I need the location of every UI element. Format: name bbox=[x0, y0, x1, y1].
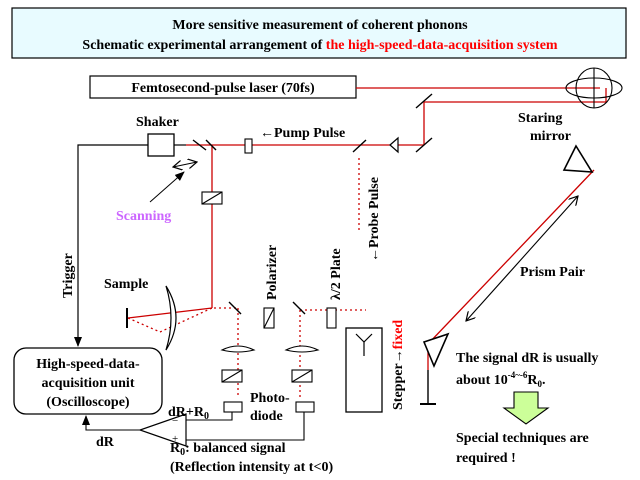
probe-pulse-label: ←Probe Pulse bbox=[367, 177, 382, 262]
scanning-pointer bbox=[149, 171, 185, 203]
signal-line bbox=[186, 412, 305, 441]
daq-label-1: High-speed-data- bbox=[36, 357, 140, 372]
signal-line bbox=[186, 412, 233, 421]
laser-label: Femtosecond-pulse laser (70fs) bbox=[131, 81, 315, 96]
title-line-1: More sensitive measurement of coherent p… bbox=[172, 18, 468, 33]
dr-output-line bbox=[82, 415, 140, 431]
photodiode-label-2: diode bbox=[250, 409, 283, 424]
special-note-2: required ! bbox=[456, 451, 516, 466]
pump-pulse-label: ←Pump Pulse bbox=[260, 126, 345, 141]
laser-box: Femtosecond-pulse laser (70fs) bbox=[89, 75, 357, 99]
prism-icon bbox=[562, 144, 594, 173]
analyzer-icon bbox=[221, 369, 243, 383]
shaker-box bbox=[147, 133, 175, 157]
detector-lens-icon bbox=[220, 345, 256, 353]
trigger-label: Trigger bbox=[61, 253, 76, 298]
photodiode-label-1: Photo- bbox=[250, 391, 290, 406]
pump-filter-icon bbox=[244, 138, 253, 154]
staring-mirror-icon bbox=[565, 67, 623, 109]
title-box: More sensitive measurement of coherent p… bbox=[11, 7, 627, 59]
shaker-label: Shaker bbox=[136, 115, 179, 130]
title-line-2: Schematic experimental arrangement of th… bbox=[82, 38, 558, 53]
special-note-1: Special techniques are bbox=[456, 431, 589, 446]
prism-double-arrow bbox=[466, 196, 578, 321]
probe-beams bbox=[127, 158, 366, 398]
sample-label: Sample bbox=[104, 277, 148, 292]
mirror-icon bbox=[192, 93, 433, 315]
focus-lens-icon bbox=[165, 285, 177, 351]
trigger-line bbox=[74, 144, 148, 347]
staring-mirror-label-2: mirror bbox=[530, 129, 571, 144]
daq-label-3: (Oscilloscope) bbox=[46, 395, 130, 410]
beam-splitter-icon bbox=[201, 191, 223, 205]
detector-lens-icon bbox=[284, 345, 320, 353]
prism-pair-label: Prism Pair bbox=[520, 265, 585, 280]
balanced-signal-label: R0: balanced signal bbox=[170, 441, 286, 458]
scanning-arrow bbox=[173, 162, 197, 167]
photodiode-icon bbox=[223, 401, 243, 413]
polarizer-icon bbox=[263, 307, 275, 329]
daq-label-2: acquisition unit bbox=[42, 376, 135, 391]
dr-r0-label: dR+R0 bbox=[168, 405, 209, 422]
signal-note-1: The signal dR is usually bbox=[456, 351, 598, 366]
staring-mirror-label-1: Staring bbox=[518, 111, 562, 126]
photodiode-icon bbox=[295, 401, 315, 413]
prism-icon bbox=[422, 332, 450, 369]
half-wave-label: λ/2 Plate bbox=[329, 248, 344, 300]
analyzer-icon bbox=[291, 369, 313, 383]
stepper-label: Stepper→fixed bbox=[391, 320, 406, 410]
amp-plus: + bbox=[172, 433, 178, 445]
reflection-label: (Reflection intensity at t<0) bbox=[170, 460, 333, 475]
down-arrow-icon bbox=[502, 391, 550, 425]
amp-minus: − bbox=[172, 415, 178, 427]
half-wave-plate-icon bbox=[326, 307, 337, 329]
amplifier-icon bbox=[138, 413, 187, 447]
dr-label: dR bbox=[96, 435, 115, 450]
retroreflector-icon bbox=[389, 136, 399, 154]
daq-unit-box bbox=[13, 347, 163, 415]
stepper-box bbox=[345, 327, 383, 413]
polarizer-label: Polarizer bbox=[265, 245, 280, 300]
signal-note-2: about 10-4~-6R0. bbox=[456, 370, 546, 389]
scanning-label: Scanning bbox=[116, 209, 171, 224]
